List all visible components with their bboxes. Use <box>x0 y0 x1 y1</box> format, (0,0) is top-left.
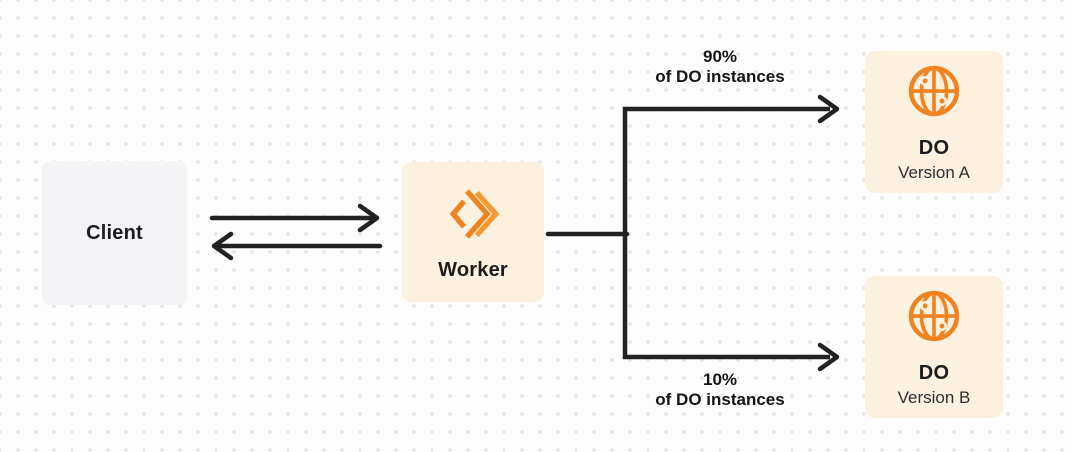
client-label: Client <box>86 222 143 244</box>
do-a-title: DO <box>918 137 950 159</box>
do-b-title: DO <box>918 362 950 384</box>
durable-object-globe-icon <box>905 62 963 120</box>
client-node: Client <box>42 161 187 305</box>
branch-top-arrowhead <box>817 94 840 124</box>
cloudflare-workers-logo-icon <box>449 189 500 239</box>
branch-bottom-label: 10% of DO instances <box>620 370 820 410</box>
branch-bottom-caption: of DO instances <box>655 390 785 409</box>
branch-line <box>622 106 830 360</box>
branch-bottom-percent: 10% <box>702 370 738 389</box>
client-to-worker-arrow <box>209 203 380 233</box>
worker-to-client-arrow <box>211 231 383 261</box>
branch-top-percent: 90% <box>702 47 738 66</box>
worker-label: Worker <box>438 259 508 281</box>
branch-top-label: 90% of DO instances <box>620 47 820 87</box>
do-a-subtitle: Version A <box>898 163 970 182</box>
branch-bottom-arrowhead <box>817 342 840 372</box>
do-b-subtitle: Version B <box>897 388 971 407</box>
branch-top-caption: of DO instances <box>655 67 785 86</box>
do-version-a-node: DO Version A <box>865 51 1003 193</box>
worker-node: Worker <box>402 162 544 302</box>
durable-object-globe-icon <box>905 287 963 345</box>
do-version-b-node: DO Version B <box>865 276 1003 418</box>
